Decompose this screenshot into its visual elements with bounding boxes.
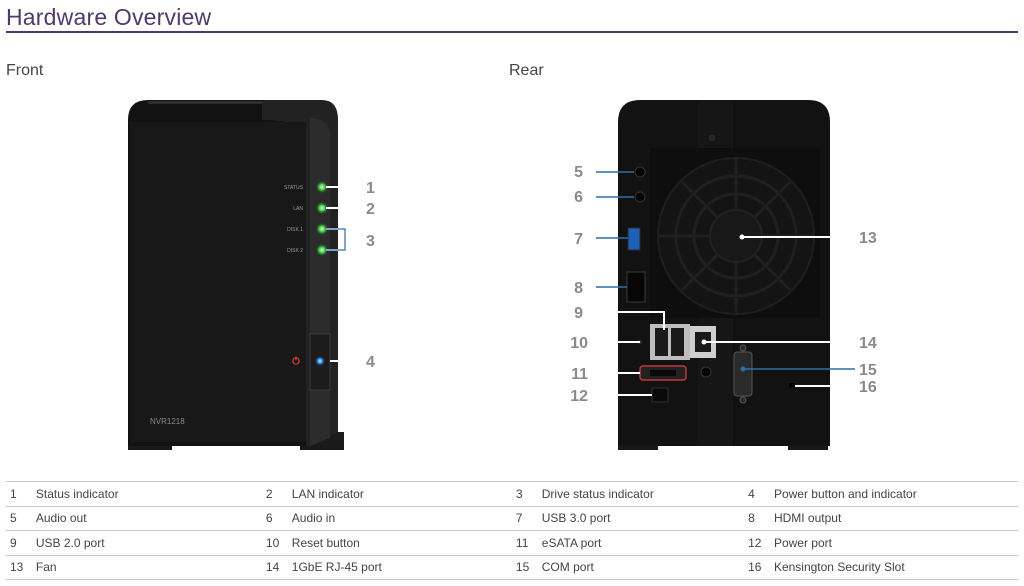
rear-callouts-left: 5 6 7 8 9 10 11 12: [570, 164, 665, 405]
component-number: 6: [261, 505, 292, 531]
component-label: HDMI output: [773, 505, 1018, 531]
callout-8: 8: [574, 280, 583, 297]
component-number: 8: [744, 505, 774, 531]
component-label: Status indicator: [35, 481, 262, 506]
com-port: [733, 351, 753, 397]
disk2-led: [316, 244, 328, 256]
callout-10: 10: [570, 335, 588, 352]
component-label: Power port: [773, 530, 1018, 555]
component-number: 4: [744, 481, 774, 506]
title-divider: [6, 31, 1018, 33]
component-number: 3: [511, 481, 542, 506]
audio-in-port: [634, 191, 646, 203]
component-number: 15: [511, 554, 542, 580]
usb3-port: [627, 227, 641, 251]
component-number: 1: [6, 481, 36, 506]
usb2-port-a: [655, 328, 668, 356]
callout-4: 4: [366, 354, 375, 371]
led-label-lan: LAN: [293, 206, 303, 212]
rear-device: [618, 100, 830, 450]
component-label: Drive status indicator: [541, 481, 745, 506]
component-label: LAN indicator: [291, 481, 512, 506]
callout-2: 2: [366, 201, 375, 218]
power-icon: [292, 356, 300, 365]
front-callouts: 1 2 3 4: [326, 180, 375, 371]
power-led: [315, 356, 325, 366]
callout-6: 6: [574, 189, 583, 206]
kensington-slot: [789, 383, 795, 387]
component-label: 1GbE RJ-45 port: [291, 554, 512, 580]
component-number: 11: [511, 530, 542, 555]
component-label: Reset button: [291, 530, 512, 555]
status-led: [316, 181, 328, 193]
callout-5: 5: [574, 164, 583, 181]
fan: [650, 148, 820, 318]
power-port: [651, 387, 669, 403]
audio-out-port: [634, 166, 646, 178]
callout-15: 15: [859, 362, 877, 379]
led-label-status: STATUS: [284, 185, 304, 191]
component-number: 12: [744, 530, 774, 555]
callout-13: 13: [859, 230, 877, 247]
rear-heading: Rear: [509, 62, 544, 79]
led-label-disk1: DISK 1: [287, 227, 303, 233]
component-number: 7: [511, 505, 542, 531]
hardware-diagram: STATUS LAN DISK 1 DISK 2 NVR1218 1 2 3 4: [128, 100, 877, 450]
callout-11: 11: [571, 366, 588, 383]
callout-1: 1: [366, 180, 375, 197]
lan-led: [316, 202, 328, 214]
component-number: 13: [6, 554, 36, 580]
component-label: Power button and indicator: [773, 481, 1018, 506]
component-number: 9: [6, 530, 36, 555]
component-label: USB 2.0 port: [35, 530, 262, 555]
component-label: Fan: [35, 554, 262, 580]
usb2-port-b: [671, 328, 684, 356]
led-label-disk2: DISK 2: [287, 248, 303, 254]
component-number: 16: [744, 554, 774, 580]
component-number: 14: [261, 554, 292, 580]
callout-16: 16: [859, 379, 877, 396]
page-title: Hardware Overview: [6, 4, 212, 30]
component-number: 10: [261, 530, 292, 555]
disk1-led: [316, 223, 328, 235]
component-label: eSATA port: [541, 530, 745, 555]
component-label: COM port: [541, 554, 745, 580]
callout-14: 14: [859, 335, 877, 352]
rear-callouts-right: 13 14 15 16: [701, 230, 877, 396]
callout-12: 12: [570, 388, 588, 405]
callout-3: 3: [366, 233, 375, 250]
model-label: NVR1218: [150, 417, 185, 426]
front-device: STATUS LAN DISK 1 DISK 2 NVR1218: [128, 100, 344, 450]
component-label: USB 3.0 port: [541, 505, 745, 531]
hdmi-port: [626, 271, 646, 303]
component-label: Audio in: [291, 505, 512, 531]
callout-7: 7: [574, 231, 583, 248]
component-label: Kensington Security Slot: [773, 554, 1018, 580]
component-number: 5: [6, 505, 36, 531]
front-heading: Front: [6, 62, 44, 79]
component-label: Audio out: [35, 505, 262, 531]
component-number: 2: [261, 481, 292, 506]
callout-9: 9: [574, 305, 583, 322]
